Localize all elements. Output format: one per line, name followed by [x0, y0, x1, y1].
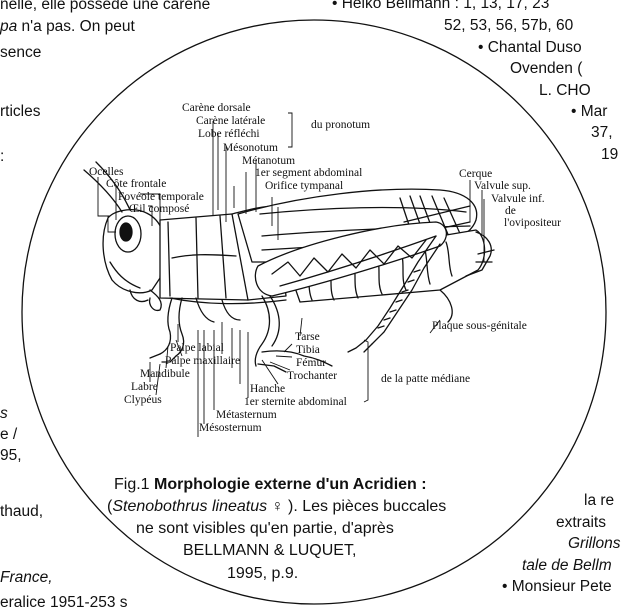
label-metasternum: Métasternum: [216, 409, 277, 421]
label-tibia: Tibia: [296, 344, 320, 356]
label-cote-frontale: Côte frontale: [106, 178, 166, 190]
caption-line-2: (Stenobothrus lineatus ♀ ). Les pièces b…: [107, 496, 446, 517]
label-trochanter: Trochanter: [287, 370, 337, 382]
caption-line-4: BELLMANN & LUQUET,: [183, 540, 356, 561]
label-tarse: Tarse: [295, 331, 320, 343]
label-mandibule: Mandibule: [140, 368, 190, 380]
label-cerque: Cerque: [459, 168, 492, 180]
label-lobe-reflechi: Lobe réfléchi: [198, 128, 260, 140]
label-carene-dorsale: Carène dorsale: [182, 102, 251, 114]
caption-species: Stenobothrus lineatus: [112, 498, 267, 515]
label-labre: Labre: [131, 381, 158, 393]
label-metanotum: Métanotum: [242, 155, 295, 167]
label-mesosternum: Mésosternum: [199, 422, 262, 434]
label-femur: Fémur: [296, 357, 326, 369]
label-valvule-sup: Valvule sup.: [474, 180, 531, 192]
label-ocelles: Ocelles: [89, 166, 123, 178]
label-orifice-tympanal: Orifice tympanal: [265, 180, 343, 192]
label-palpe-labial: Palpe labial: [170, 342, 224, 354]
label-segment-abdominal: 1er segment abdominal: [255, 167, 362, 179]
label-hanche: Hanche: [250, 383, 285, 395]
label-oeil-compose: Œil composé: [129, 203, 189, 215]
label-sternite-abdominal: 1er sternite abdominal: [244, 396, 347, 408]
caption-female-symbol: ♀: [267, 498, 288, 515]
label-palpe-maxillaire: Palpe maxillaire: [165, 355, 240, 367]
label-clypeus: Clypéus: [124, 394, 162, 406]
caption-fig-prefix: Fig.1: [114, 476, 154, 493]
caption-line-1: Fig.1 Morphologie externe d'un Acridien …: [114, 474, 427, 495]
label-du-pronotum: du pronotum: [311, 119, 370, 131]
label-foveole-temporale: Fovéole temporale: [118, 191, 204, 203]
label-valvule-inf: Valvule inf.: [491, 193, 545, 205]
label-de-la-patte-mediane: de la patte médiane: [381, 373, 470, 385]
pronotum-outline: [160, 214, 248, 300]
label-de: de: [505, 205, 516, 217]
label-mesonotum: Mésonotum: [223, 142, 278, 154]
caption-line-3: ne sont visibles qu'en partie, d'après: [136, 518, 394, 539]
caption-fig-title: Morphologie externe d'un Acridien :: [154, 476, 427, 493]
label-ovipositeur: l'ovipositeur: [504, 217, 561, 229]
label-plaque-sous-genitale: Plaque sous-génitale: [432, 320, 527, 332]
label-carene-laterale: Carène latérale: [196, 115, 265, 127]
caption-line-5: 1995, p.9.: [227, 563, 298, 584]
caption-line-2-rest: ). Les pièces buccales: [288, 498, 446, 515]
